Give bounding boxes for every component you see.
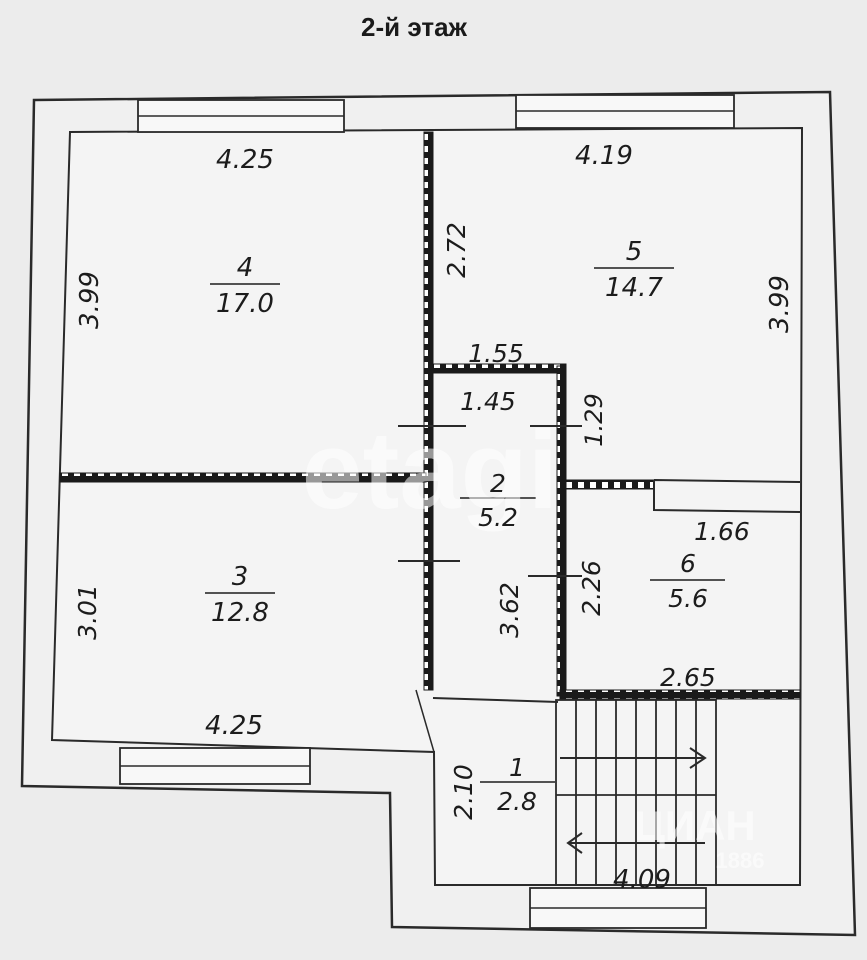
room-6-number: 6 — [680, 549, 696, 578]
dim-room4-left: 3.99 — [75, 271, 105, 329]
watermark-secondary: ЦИАН — [634, 802, 756, 849]
wall-room6-bottom — [559, 689, 801, 700]
dim-room5-top: 4.19 — [575, 141, 633, 171]
dim-room6-top: 1.66 — [694, 517, 750, 546]
room-5-number: 5 — [626, 237, 643, 267]
room-2-number: 2 — [490, 469, 506, 498]
dim-room4-top: 4.25 — [216, 145, 274, 175]
dim-room3-left: 3.01 — [73, 584, 102, 640]
dim-room6-side: 2.26 — [577, 560, 606, 616]
dim-stairs-bottom: 4.09 — [613, 865, 671, 895]
dim-corridor-height: 3.62 — [495, 582, 524, 638]
room6-recess — [653, 479, 801, 513]
window-top-right — [515, 94, 735, 129]
plan-title: 2-й этаж — [361, 12, 468, 42]
wall-room6-top — [565, 479, 655, 490]
room-6-area: 5.6 — [668, 584, 708, 613]
stair-bay-left — [415, 689, 435, 753]
dim-corridor-top-inner: 1.45 — [460, 387, 516, 416]
corridor-bottom-line — [432, 697, 559, 703]
room-4-number: 4 — [237, 253, 254, 283]
room-1-number: 1 — [509, 753, 525, 782]
stair-arrow-up — [560, 747, 707, 769]
watermark-number: 1886 — [716, 848, 765, 873]
room-4-area: 17.0 — [216, 289, 274, 319]
watermark-main: etagi — [302, 409, 559, 532]
dim-corridor-top-outer: 1.55 — [468, 339, 524, 368]
room-2-area: 5.2 — [478, 503, 518, 532]
dim-room6-bottom: 2.65 — [660, 663, 716, 692]
dim-room3-bottom: 4.25 — [205, 711, 263, 741]
dim-wall-2-72: 2.72 — [442, 222, 471, 278]
staircase — [555, 699, 717, 886]
window-bottom-stairs — [529, 887, 707, 929]
dim-room5-right: 3.99 — [765, 275, 795, 333]
room-5-area: 14.7 — [605, 273, 663, 303]
wall-horizontal-left — [59, 472, 427, 483]
dim-room1-left: 2.10 — [449, 764, 478, 820]
door-marks — [398, 425, 582, 577]
window-bottom-left — [119, 747, 311, 785]
room-3-number: 3 — [232, 562, 249, 592]
window-top-left — [137, 99, 345, 133]
area-lines — [205, 267, 725, 783]
stair-arrow-down — [566, 832, 705, 854]
dim-corridor-1-29: 1.29 — [580, 393, 608, 446]
room-1-area: 2.8 — [497, 787, 537, 816]
wall-vertical-main — [423, 131, 434, 691]
room-3-area: 12.8 — [211, 598, 269, 628]
